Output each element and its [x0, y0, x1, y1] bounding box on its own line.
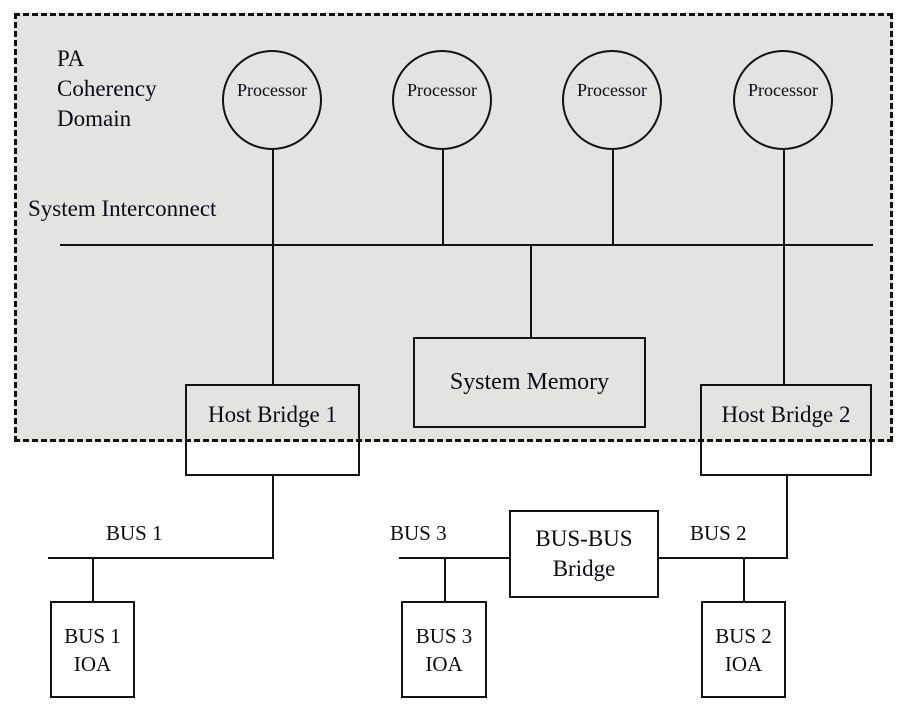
bus-bus-bridge-box[interactable]: BUS-BUS Bridge	[509, 510, 659, 598]
processor-node-1[interactable]: Processor	[222, 50, 322, 150]
host-bridge-2-label: Host Bridge 2	[721, 402, 851, 427]
processor-node-3[interactable]: Processor	[562, 50, 662, 150]
host-bridge-2-uplink	[783, 244, 785, 384]
pa-coherency-domain-label: PA Coherency Domain	[57, 46, 157, 131]
bus-1-ioa-label: BUS 1 IOA	[64, 623, 121, 676]
processor-3-connector	[612, 150, 614, 245]
bus-2-label: BUS 2	[690, 521, 747, 545]
processor-node-2[interactable]: Processor	[392, 50, 492, 150]
bus-bus-bridge-label: BUS-BUS Bridge	[535, 526, 633, 581]
processor-4-connector	[783, 150, 785, 245]
bus-2-ioa-label: BUS 2 IOA	[715, 623, 772, 676]
processor-2-connector	[442, 150, 444, 245]
host-bridge-2-downlink	[786, 476, 788, 559]
host-bridge-1-label: Host Bridge 1	[207, 402, 338, 427]
system-interconnect-bus	[60, 244, 873, 246]
bus-2-ioa-box[interactable]: BUS 2 IOA	[701, 601, 786, 698]
processor-node-1-label: Processor	[237, 80, 307, 100]
bus-3-ioa-box[interactable]: BUS 3 IOA	[401, 601, 487, 698]
bus-1-line	[48, 557, 274, 559]
system-memory-label: System Memory	[449, 369, 610, 395]
system-memory-box[interactable]: System Memory	[413, 337, 646, 428]
bus-1-label: BUS 1	[106, 521, 163, 545]
bus-3-line	[399, 557, 511, 559]
system-memory-connector	[530, 244, 532, 337]
processor-node-2-label: Processor	[407, 80, 477, 100]
bus-3-label: BUS 3	[390, 521, 447, 545]
bus-1-ioa-connector	[92, 557, 94, 602]
processor-node-3-label: Processor	[577, 80, 647, 100]
bus-2-ioa-connector	[743, 557, 745, 602]
host-bridge-1-downlink	[272, 476, 274, 559]
host-bridge-2-box[interactable]: Host Bridge 2	[700, 384, 872, 476]
bus-3-ioa-connector	[444, 557, 446, 602]
processor-node-4-label: Processor	[748, 80, 818, 100]
system-interconnect-label: System Interconnect	[28, 196, 217, 221]
bus-1-ioa-box[interactable]: BUS 1 IOA	[50, 601, 135, 698]
processor-node-4[interactable]: Processor	[733, 50, 833, 150]
host-bridge-1-box[interactable]: Host Bridge 1	[185, 384, 360, 476]
bus-2-line	[657, 557, 788, 559]
bus-3-ioa-label: BUS 3 IOA	[415, 623, 473, 676]
host-bridge-1-uplink	[272, 244, 274, 384]
processor-1-connector	[272, 150, 274, 245]
